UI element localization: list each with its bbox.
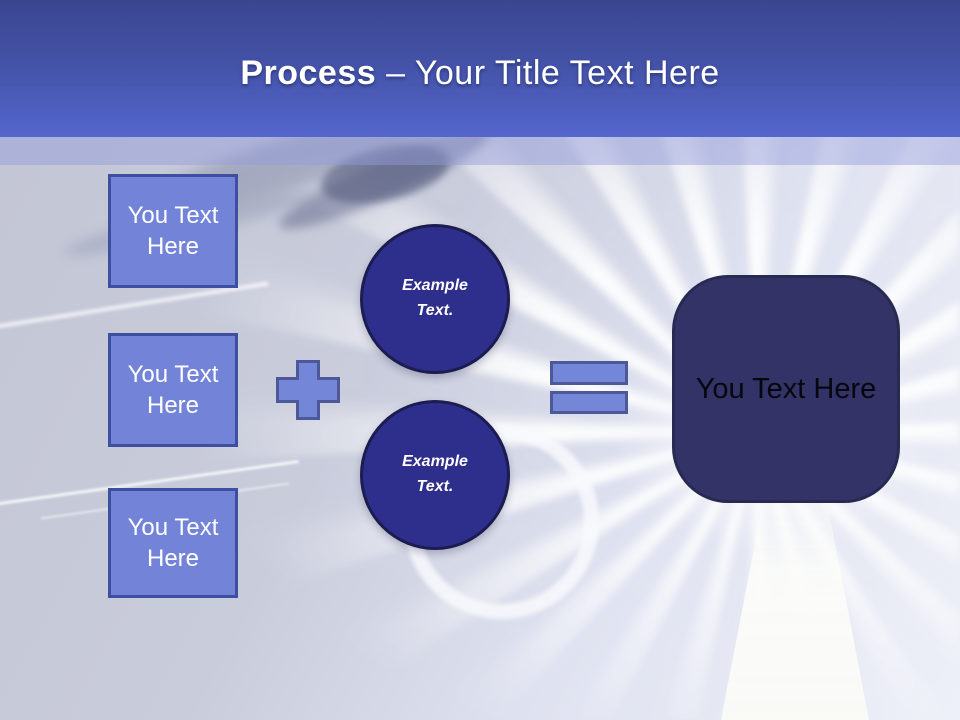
result-box[interactable]: You Text Here <box>672 275 900 503</box>
input-box-2[interactable]: You Text Here <box>108 333 238 447</box>
example-circle-2[interactable]: Example Text. <box>360 400 510 550</box>
title-regular-segment: – Your Title Text Here <box>376 54 720 92</box>
header-bar: Process – Your Title Text Here <box>0 0 960 137</box>
result-box-label: You Text Here <box>695 372 877 405</box>
example-circle-1-label: Example Text. <box>402 277 468 319</box>
equals-icon <box>550 391 628 414</box>
motion-blur-line <box>0 281 269 333</box>
example-circle-1[interactable]: Example Text. <box>360 224 510 374</box>
header-accent-band <box>0 137 960 165</box>
input-box-1-label: You Text Here <box>127 201 219 260</box>
input-box-2-label: You Text Here <box>127 360 219 419</box>
input-box-3[interactable]: You Text Here <box>108 488 238 598</box>
plus-icon <box>276 360 340 420</box>
slide-title: Process – Your Title Text Here <box>240 44 719 93</box>
title-bold-segment: Process <box>240 54 377 92</box>
equals-icon <box>550 361 628 385</box>
input-box-3-label: You Text Here <box>127 513 219 572</box>
input-box-1[interactable]: You Text Here <box>108 174 238 288</box>
car-mirror-silhouette <box>316 135 454 213</box>
example-circle-2-label: Example Text. <box>402 453 468 495</box>
